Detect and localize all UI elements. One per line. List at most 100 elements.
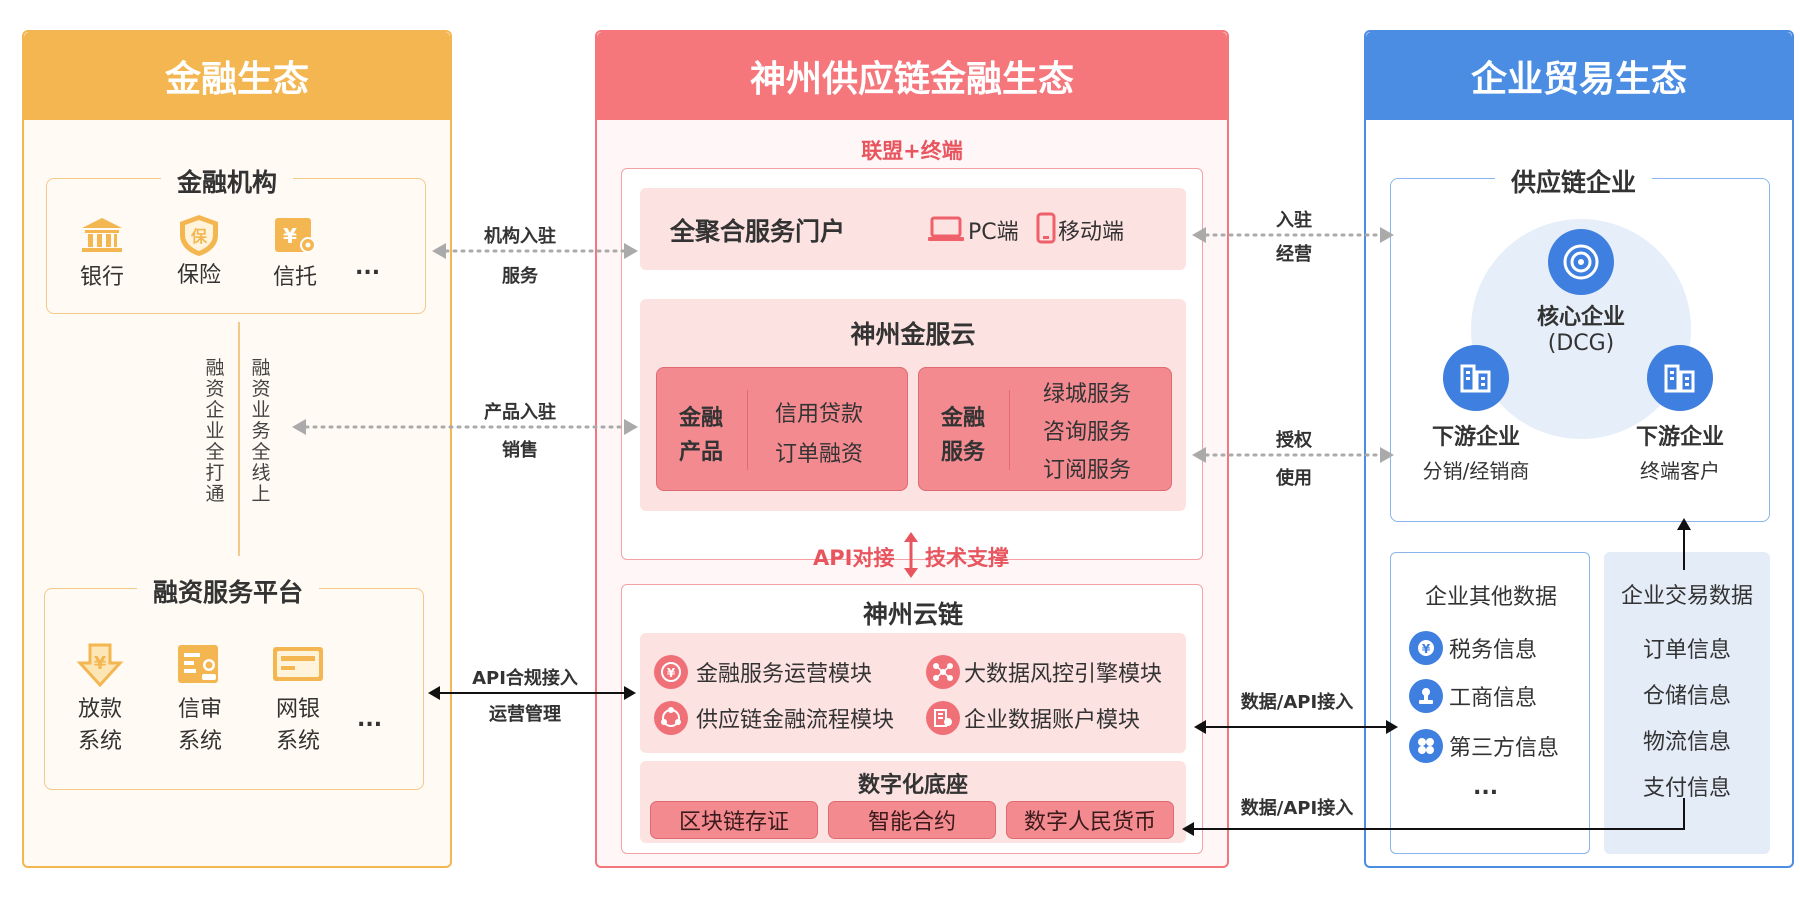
loan-system-line2: 系统 bbox=[77, 729, 122, 754]
connector-c1-line2: 服务 bbox=[502, 266, 538, 287]
third-party-info-label: 第三方信息 bbox=[1449, 736, 1560, 761]
modules-box: ¥ 金融服务运营模块 大数据风控引擎模块 供应链金融流程模块 企业数据账户模块 bbox=[640, 633, 1186, 753]
finance-products-label2: 产品 bbox=[679, 440, 724, 465]
yen-coin-icon: ¥ bbox=[654, 655, 688, 689]
credit-review-line1: 信审 bbox=[177, 697, 222, 722]
trust-icon: ¥ bbox=[272, 215, 318, 255]
other-data-title: 企业其他数据 bbox=[1424, 585, 1557, 610]
smart-contract-pill: 智能合约 bbox=[828, 801, 996, 839]
shenzhou-ecosystem-panel: 神州供应链金融生态 联盟+终端 全聚合服务门户 PC端 移动端 神州金服云 金融… bbox=[595, 30, 1229, 868]
order-financing-item: 订单融资 bbox=[775, 442, 864, 467]
connector-c1-line1: 机构入驻 bbox=[484, 226, 556, 247]
business-info-label: 工商信息 bbox=[1449, 686, 1538, 711]
flow-icon bbox=[654, 701, 688, 735]
module-data-account-label: 企业数据账户模块 bbox=[964, 708, 1141, 733]
svg-text:¥: ¥ bbox=[1422, 642, 1431, 656]
module-data-account: 企业数据账户模块 bbox=[926, 701, 1140, 735]
downstream-left-sub: 分销/经销商 bbox=[1422, 459, 1530, 483]
jinfu-cloud-box: 神州金服云 金融 产品 信用贷款 订单融资 金融 服务 绿城服务 咨询服务 订阅… bbox=[640, 299, 1186, 511]
third-party-info-row: 第三方信息 bbox=[1409, 729, 1559, 763]
api-docking-label: API对接 bbox=[813, 546, 895, 570]
core-enterprise-node: 核心企业 (DCG) bbox=[1521, 229, 1641, 359]
financing-platform-title: 融资服务平台 bbox=[137, 573, 320, 609]
tech-support-label: 技术支撑 bbox=[925, 546, 1009, 570]
online-bank-line1: 网银 bbox=[275, 697, 320, 722]
module-finance-ops-label: 金融服务运营模块 bbox=[696, 662, 873, 687]
trust-item: ¥ 信托 bbox=[264, 215, 326, 295]
digital-rmb-pill: 数字人民货币 bbox=[1006, 801, 1174, 839]
connector-c2-line2: 销售 bbox=[502, 440, 538, 461]
trust-label: 信托 bbox=[272, 265, 317, 290]
insurance-label: 保险 bbox=[176, 263, 221, 288]
portal-box: 全聚合服务门户 PC端 移动端 bbox=[640, 188, 1186, 270]
financial-institutions-group: 金融机构 银行 保 保险 ¥ 信托 ... bbox=[46, 163, 426, 314]
core-enterprise-label: 核心企业 bbox=[1536, 305, 1625, 330]
mobile-icon bbox=[1036, 212, 1056, 244]
credit-review-item: 信审 系统 bbox=[167, 641, 233, 761]
tax-info-row: ¥ 税务信息 bbox=[1409, 631, 1537, 665]
target-icon bbox=[1548, 229, 1614, 295]
network-icon bbox=[926, 655, 960, 689]
laptop-icon bbox=[928, 216, 964, 242]
module-supply-flow: 供应链金融流程模块 bbox=[654, 701, 894, 735]
loan-system-line1: 放款 bbox=[77, 697, 122, 722]
vertical-text-left: 融资企业全打通 bbox=[205, 357, 225, 505]
subscription-service-item: 订阅服务 bbox=[1043, 458, 1132, 483]
downstream-left-label: 下游企业 bbox=[1431, 425, 1520, 450]
financing-platform-group: 融资服务平台 ¥ 放款 系统 信审 系统 网银 系统 ... bbox=[44, 573, 424, 790]
finance-services-label1: 金融 bbox=[941, 406, 986, 431]
pc-label: PC端 bbox=[968, 220, 1019, 245]
insurance-item: 保 保险 bbox=[168, 213, 230, 295]
bank-label: 银行 bbox=[79, 265, 124, 290]
stamp-icon bbox=[1409, 679, 1443, 713]
online-bank-line2: 系统 bbox=[275, 729, 320, 754]
finance-products-box: 金融 产品 信用贷款 订单融资 bbox=[656, 367, 908, 491]
vertical-divider bbox=[238, 322, 240, 556]
downstream-left-node: 下游企业 分销/经销商 bbox=[1401, 345, 1551, 485]
digital-base-box: 数字化底座 区块链存证 智能合约 数字人民货币 bbox=[640, 761, 1186, 843]
supply-chain-title: 供应链企业 bbox=[1495, 163, 1653, 199]
financial-institutions-title: 金融机构 bbox=[161, 163, 294, 199]
greentown-service-item: 绿城服务 bbox=[1043, 382, 1132, 407]
shield-icon: 保 bbox=[176, 213, 222, 256]
payment-info-item: 支付信息 bbox=[1642, 776, 1731, 801]
finance-services-label2: 服务 bbox=[941, 440, 986, 465]
other-data-more: ... bbox=[1473, 775, 1499, 800]
connector-c2-line1: 产品入驻 bbox=[484, 402, 556, 423]
downstream-right-label: 下游企业 bbox=[1635, 425, 1724, 450]
logistics-info-item: 物流信息 bbox=[1642, 730, 1731, 755]
bank-icon bbox=[79, 215, 125, 255]
downstream-right-node: 下游企业 终端客户 bbox=[1605, 345, 1755, 485]
digital-base-title: 数字化底座 bbox=[857, 773, 968, 798]
finance-ecosystem-title: 金融生态 bbox=[24, 32, 450, 120]
finance-services-divider bbox=[1009, 390, 1010, 470]
connector-c4-line2: 经营 bbox=[1276, 244, 1312, 265]
id-card-icon bbox=[176, 641, 224, 687]
trade-data-box: 企业交易数据 订单信息 仓储信息 物流信息 支付信息 bbox=[1604, 552, 1770, 854]
module-finance-ops: ¥ 金融服务运营模块 bbox=[654, 655, 872, 689]
double-arrow-icon bbox=[903, 532, 919, 578]
connector-c4-line1: 入驻 bbox=[1276, 210, 1312, 231]
loan-system-item: ¥ 放款 系统 bbox=[67, 641, 133, 761]
blockchain-evidence-pill: 区块链存证 bbox=[650, 801, 818, 839]
online-bank-item: 网银 系统 bbox=[265, 641, 331, 761]
finance-services-box: 金融 服务 绿城服务 咨询服务 订阅服务 bbox=[918, 367, 1172, 491]
service-layer-box: 全聚合服务门户 PC端 移动端 神州金服云 金融 产品 信用贷款 订单融资 金融 bbox=[621, 168, 1203, 560]
module-bigdata-risk-label: 大数据风控引擎模块 bbox=[964, 662, 1163, 687]
connector-c7-label: 数据/API接入 bbox=[1240, 798, 1354, 819]
shenzhou-ecosystem-title: 神州供应链金融生态 bbox=[597, 32, 1227, 120]
vertical-text-right: 融资业务全线上 bbox=[251, 357, 271, 505]
finance-products-divider bbox=[747, 390, 748, 470]
enterprise-ecosystem-panel: 企业贸易生态 供应链企业 核心企业 (DCG) 下游企业 分销/经销商 下游企业… bbox=[1364, 30, 1794, 868]
connector-c3-line2: 运营管理 bbox=[489, 704, 561, 725]
finance-ecosystem-panel: 金融生态 金融机构 银行 保 保险 ¥ 信托 ... 融资企业全打通 融资业务全… bbox=[22, 30, 452, 868]
building-data-icon bbox=[926, 701, 960, 735]
portal-title: 全聚合服务门户 bbox=[670, 217, 846, 246]
storage-info-item: 仓储信息 bbox=[1642, 684, 1731, 709]
svg-text:¥: ¥ bbox=[667, 666, 676, 680]
cloud-chain-title: 神州云链 bbox=[862, 600, 963, 629]
connector-c5-line1: 授权 bbox=[1276, 430, 1312, 451]
svg-text:保: 保 bbox=[190, 227, 208, 246]
credit-loan-item: 信用贷款 bbox=[775, 402, 864, 427]
order-info-item: 订单信息 bbox=[1642, 638, 1731, 663]
